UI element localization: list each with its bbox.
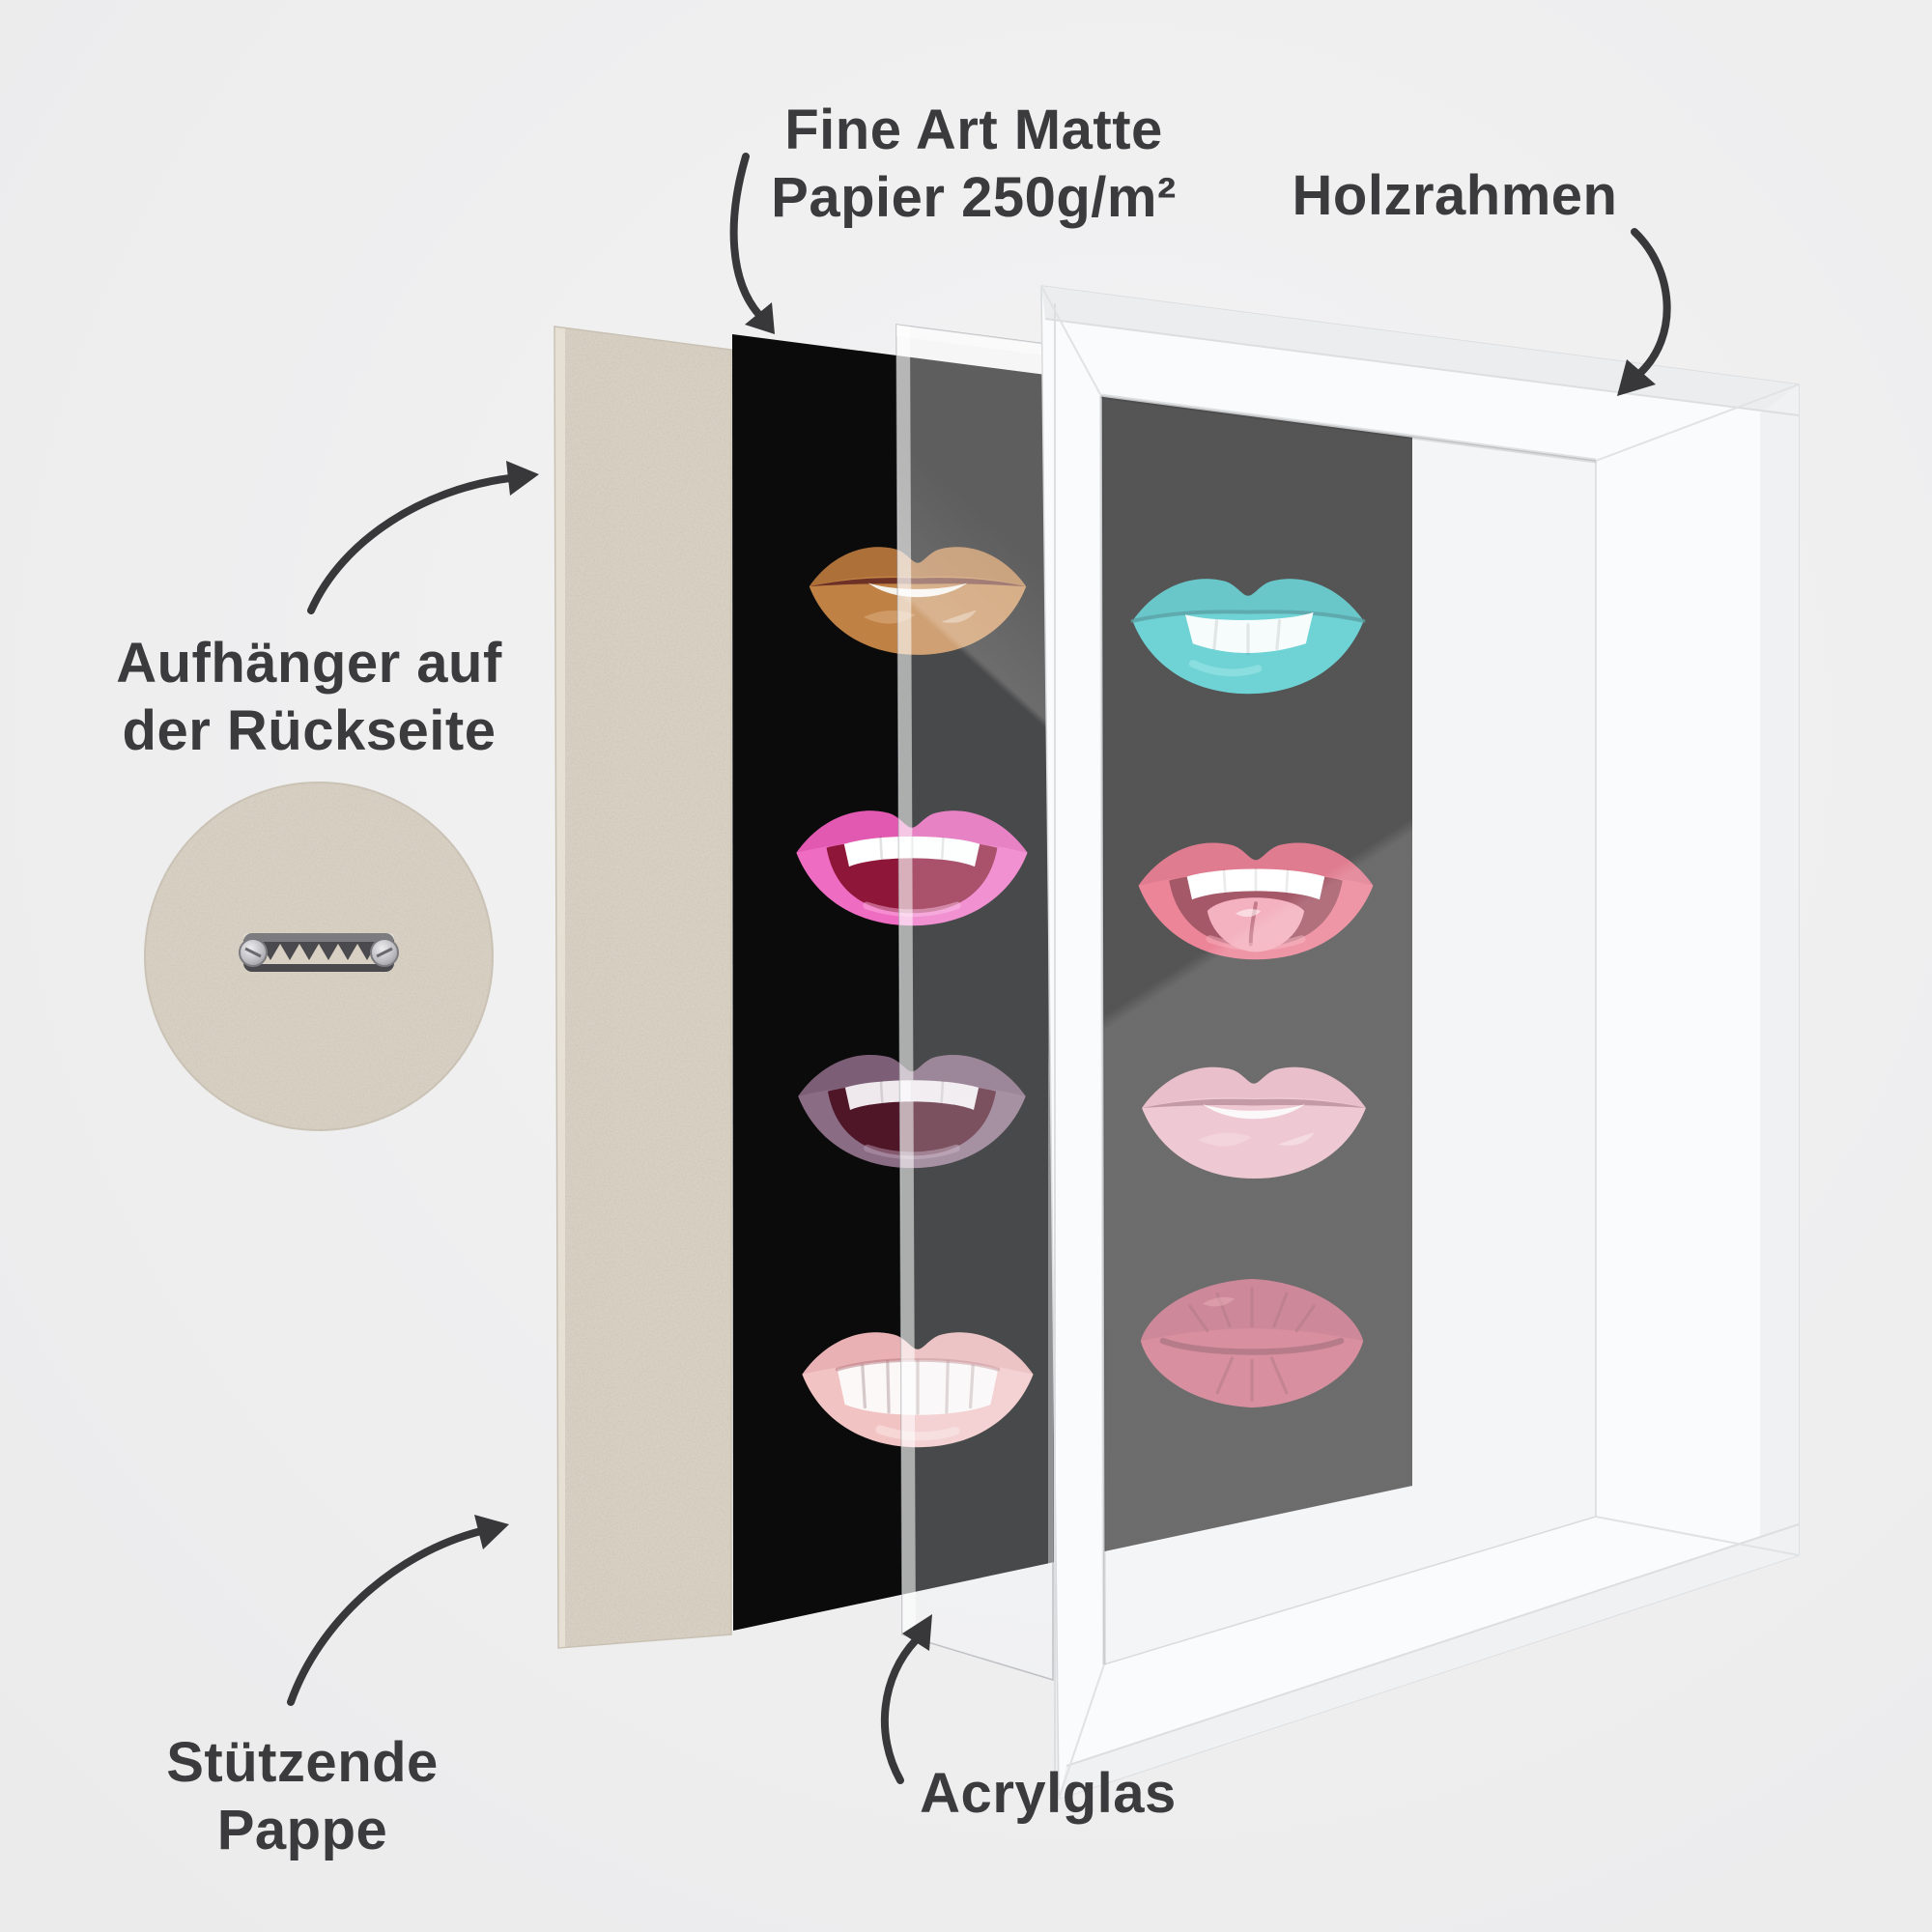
label-hanger-line2: der Rückseite [122,698,497,762]
label-backing-line1: Stützende [166,1731,439,1794]
label-glass: Acrylglas [920,1760,1177,1828]
frame-bottom-face [1059,1524,1799,1799]
label-frame-text: Holzrahmen [1292,164,1618,227]
arrow-frame [1617,228,1671,396]
arrow-glass [880,1614,932,1784]
label-paper-line2: Papier 250g/m² [771,165,1177,229]
label-backing-line2: Pappe [216,1798,388,1861]
annotation-arrows [287,153,1671,1784]
label-paper-line1: Fine Art Matte [784,99,1163,161]
in-frame-glass-tint [1048,375,1412,1565]
label-glass-text: Acrylglas [920,1762,1177,1825]
sawtooth-hanger-icon [239,933,399,972]
hanger-screw-left [239,938,268,967]
frame-top-face [1041,286,1799,415]
arrow-paper [729,153,775,334]
arrow-backing [287,1515,509,1706]
acrylic-panel [895,324,1054,1682]
label-frame: Holzrahmen [1293,162,1618,230]
label-hanger: Aufhänger auf der Rückseite [116,630,502,764]
arrow-hanger [307,461,539,614]
label-hanger-line1: Aufhänger auf [116,632,502,695]
label-paper: Fine Art Matte Papier 250g/m² [771,97,1177,231]
wooden-frame [1040,285,1800,1801]
cardboard-panel [554,326,732,1649]
hanger-detail [144,781,494,1131]
frame-right-face [1760,384,1799,1568]
label-backing: Stützende Pappe [166,1729,439,1863]
hanger-screw-right [370,938,399,967]
frame-miter-joints [1040,285,1800,1800]
